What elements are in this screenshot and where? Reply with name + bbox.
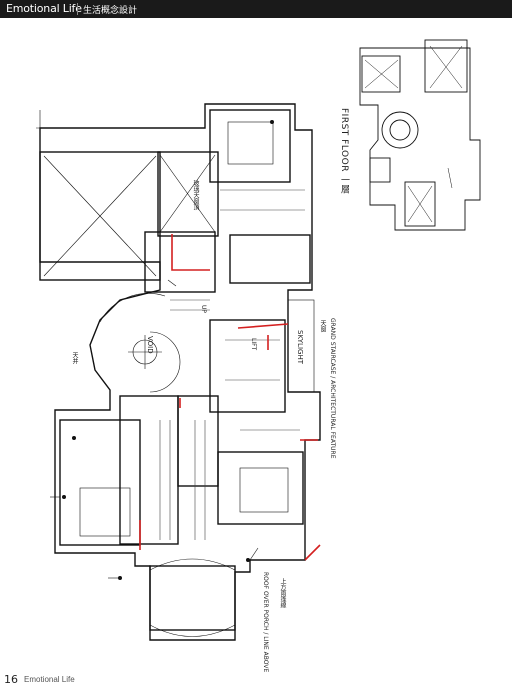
porch-roof-note: ROOF OVER PORCH / LINE ABOVE: [262, 572, 269, 673]
key-plan-floor-label: FIRST FLOOR 一層: [339, 108, 349, 195]
void-label: VOID: [146, 336, 154, 354]
top-note-cn: 玻璃天窗頂: [192, 180, 199, 210]
lift-label: LIFT: [250, 338, 257, 351]
stair-up-label: UP: [200, 305, 207, 314]
magazine-brand: Emotional Life: [6, 2, 82, 15]
section-title: 生活概念設計: [83, 6, 138, 16]
grand-staircase-note: GRAND STAIRCASE / ARCHITECTURAL FEATURE: [329, 318, 336, 459]
skylight-label: SKYLIGHT: [296, 330, 304, 364]
footer-brand: Emotional Life: [24, 675, 75, 684]
skylight-label-cn: 天窗: [319, 320, 326, 332]
page-number: 16: [4, 673, 18, 686]
page-header: Emotional Life 生活概念設計: [0, 0, 512, 18]
porch-roof-note-cn: 上方雨篷線: [279, 578, 286, 608]
void-label-cn: 天井: [71, 352, 78, 364]
header-divider: [77, 3, 78, 15]
